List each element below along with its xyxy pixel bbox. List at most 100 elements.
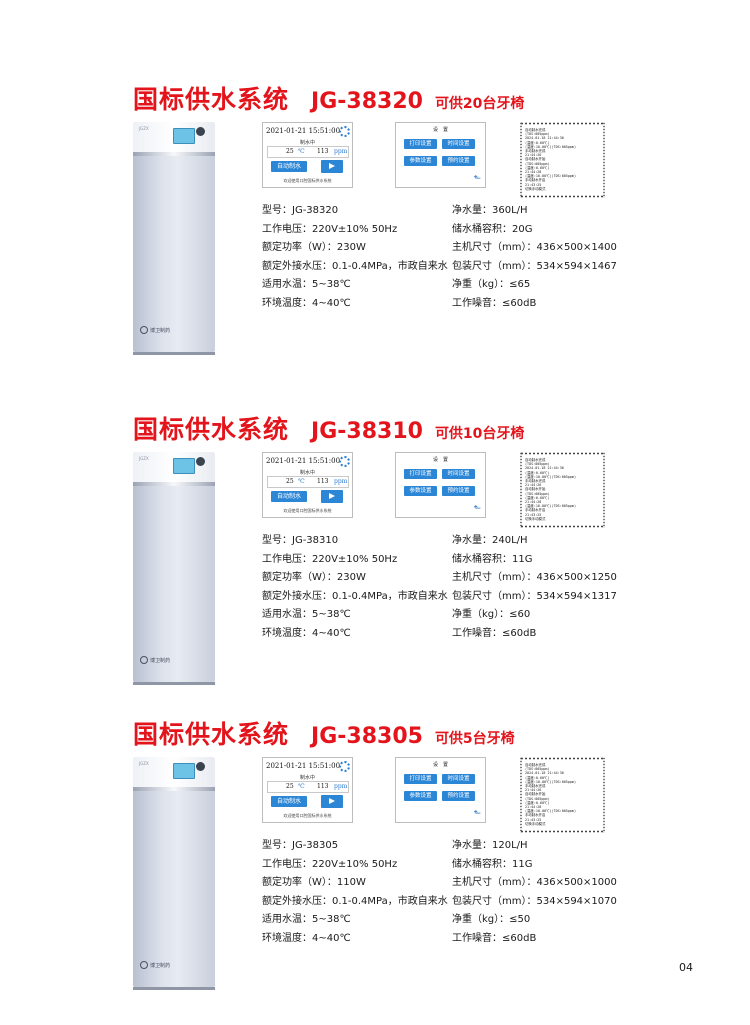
receipt-perforation-top [520,122,605,125]
receipt-line: 手动制水完成 [525,149,546,154]
purifier-chrome-band [133,787,215,791]
spec-value: 0.1-0.4MPa，市政自来水 [332,260,448,272]
spec-value: 360L/H [492,205,528,216]
receipt-perforation-top [520,452,605,455]
reserve-settings-button[interactable]: 预约设置 [442,486,475,496]
receipt-edge-left [520,452,522,528]
back-arrow-icon[interactable]: ⬑ [473,174,481,184]
spec-label: 净水量： [452,205,492,216]
receipt-line: 21:44:28 [525,805,542,810]
gear-icon[interactable] [339,126,350,137]
time-settings-button[interactable]: 时间设置 [442,139,475,149]
home-screen-panel: 2021-01-21 15:51:00 制水中 25 ℃ 113 ppm 自动制… [262,757,353,823]
spec-value: 5~38℃ [312,914,351,925]
reserve-settings-button[interactable]: 预约设置 [442,791,475,801]
spec-row: 净水量：120L/H [452,837,617,856]
tds-unit: ppm [334,478,348,485]
play-icon[interactable] [321,490,343,503]
param-settings-button[interactable]: 参数设置 [404,156,437,166]
settings-panel: 设 置 打印设置 时间设置 参数设置 预约设置 ⬑ [395,122,486,188]
spec-row: 储水桶容积：11G [452,551,617,570]
receipt-line: 手动制水完成 [525,479,546,484]
temp-unit: ℃ [298,148,305,155]
auto-water-button[interactable]: 自动制水 [271,491,307,502]
spec-label: 储水桶容积： [452,858,512,870]
reserve-settings-button[interactable]: 预约设置 [442,156,475,166]
param-settings-button[interactable]: 参数设置 [404,486,437,496]
tds-unit: ppm [334,783,348,790]
auto-water-button[interactable]: 自动制水 [271,796,307,807]
panel-datetime: 2021-01-21 15:51:00 [266,457,341,465]
spec-value: 436×500×1250 [536,572,617,583]
spec-row: 工作电压：220V±10% 50Hz [262,856,448,875]
model-heading: JG-38320 [311,89,423,114]
spec-value: 220V±10% 50Hz [312,553,398,565]
time-settings-button[interactable]: 时间设置 [442,469,475,479]
spec-label: 净重（kg）： [452,279,510,290]
settings-title: 设 置 [432,127,448,133]
print-settings-button[interactable]: 打印设置 [404,774,437,784]
spec-row: 储水桶容积：20G [452,221,617,240]
spec-row: 主机尺寸（mm）：436×500×1400 [452,239,617,258]
receipt-edge-left [520,757,522,833]
purifier-chrome-band [133,152,215,156]
back-arrow-icon[interactable]: ⬑ [473,504,481,514]
receipt-line: 自动制水完成 [525,128,546,132]
spec-label: 型号： [262,535,292,546]
spec-row: 额定外接水压：0.1-0.4MPa，市政自来水 [262,588,448,607]
spec-value: ≤60 [509,609,531,620]
back-arrow-icon[interactable]: ⬑ [473,809,481,819]
brand-logo-text: 博卫制药 [150,657,171,664]
receipt-edge-right [603,757,605,833]
spec-label: 额定功率（W）： [262,242,337,253]
purifier-screen [173,458,195,474]
panel-status: 制水中 [299,470,315,476]
receipt-line: 2024-01-18 21:44:30 [525,466,564,471]
spec-row: 包装尺寸（mm）：534×594×1317 [452,588,617,607]
receipt-line: (温度:10.00℃)(TDS:005ppm) [525,174,576,179]
spec-value: 220V±10% 50Hz [312,223,398,235]
gear-icon[interactable] [339,761,350,772]
spec-label: 额定功率（W）： [262,877,337,888]
play-icon[interactable] [321,160,343,173]
receipt-line: 自动制水完成 [525,458,546,462]
receipt-edge-right [603,452,605,528]
tds-value: 113 [317,148,329,155]
tds-value: 113 [317,478,329,485]
product-section: 国标供水系统 JG-38320 可供20台牙椅 JGZX 博卫制药 2021-0… [0,80,750,380]
spec-label: 额定外接水压： [262,590,332,602]
spec-label: 工作噪音： [452,627,502,639]
receipt-line: (温度:10.00℃)(TDS:005ppm) [525,779,576,784]
settings-panel: 设 置 打印设置 时间设置 参数设置 预约设置 ⬑ [395,452,486,518]
home-screen-panel: 2021-01-21 15:51:00 制水中 25 ℃ 113 ppm 自动制… [262,122,353,188]
receipt-line: (TDS:005ppm) [525,462,550,467]
purifier-image: JGZX 博卫制药 [133,122,215,355]
spec-label: 净重（kg）： [452,914,510,925]
gear-icon[interactable] [339,456,350,467]
receipt-line: 21:43:25 [525,817,542,822]
auto-water-button[interactable]: 自动制水 [271,161,307,172]
receipt-edge-left [520,122,522,198]
param-settings-button[interactable]: 参数设置 [404,791,437,801]
receipt-line: 21:43:25 [525,512,542,517]
play-icon[interactable] [321,795,343,808]
section-title: 国标供水系统 JG-38310 可供10台牙椅 [133,410,524,450]
receipt-line: 自动制水完成 [525,763,546,767]
spec-row: 包装尺寸（mm）：534×594×1070 [452,893,617,912]
print-settings-button[interactable]: 打印设置 [404,469,437,479]
receipt-line: 2024-01-18 21:44:30 [525,771,564,776]
spec-label: 工作电压： [262,553,312,565]
spec-value: 120L/H [492,840,528,851]
spec-value: JG-38305 [292,840,339,851]
spec-value: ≤50 [509,914,531,925]
time-settings-button[interactable]: 时间设置 [442,774,475,784]
spec-row: 额定功率（W）：110W [262,874,448,893]
receipt-line: (TDS:005ppm) [525,132,550,137]
product-line-title: 国标供水系统 [133,415,290,444]
receipt-lines: 自动制水完成(TDS:005ppm)2024-01-18 21:44:30(温度… [525,458,600,521]
page-number: 04 [679,961,693,974]
receipt-lines: 自动制水完成(TDS:005ppm)2024-01-18 21:44:30(温度… [525,763,600,826]
spec-label: 主机尺寸（mm）： [452,877,537,888]
print-settings-button[interactable]: 打印设置 [404,139,437,149]
